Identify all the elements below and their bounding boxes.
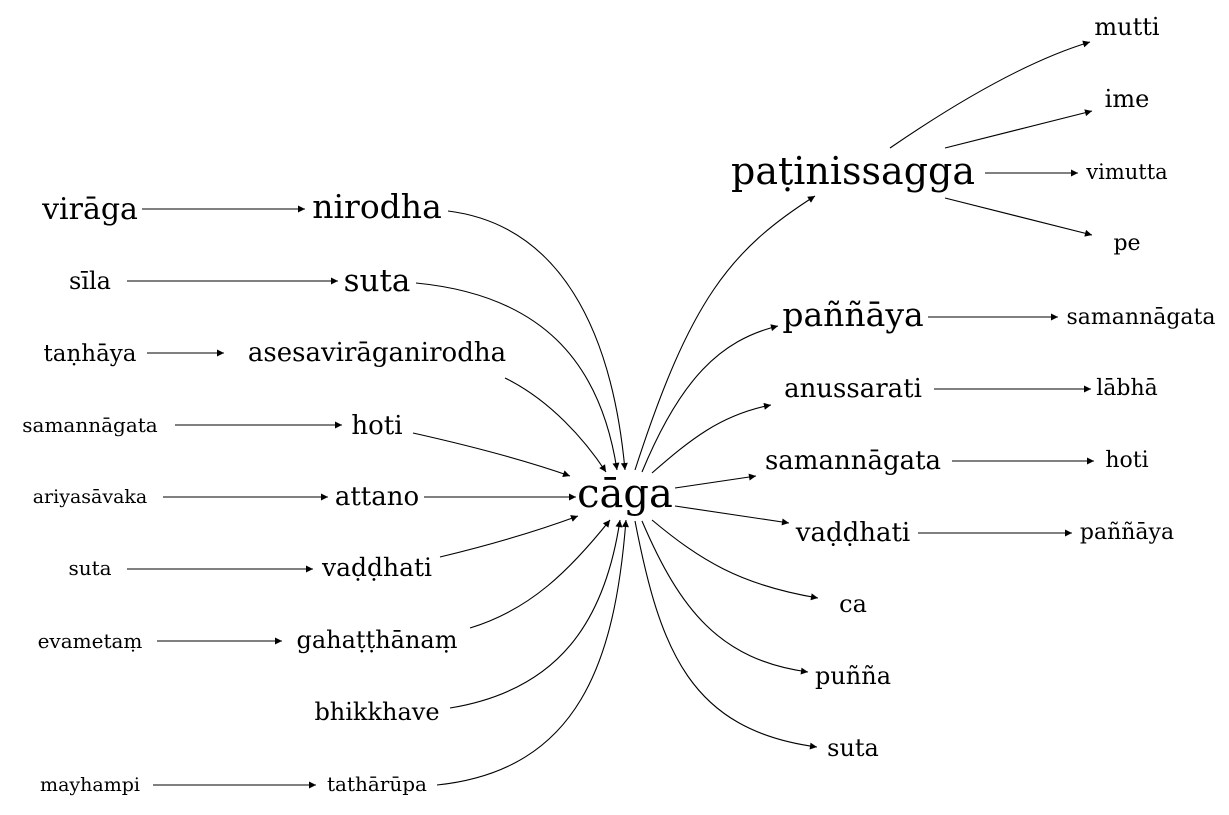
node-evametaṃ: evametaṃ [38,629,143,653]
node-lābhā: lābhā [1096,376,1158,401]
edge-cāga-ca [651,519,819,601]
node-ca: ca [839,590,867,618]
edge-cāga-vaḍḍhati [674,505,790,526]
edge-paṭinissagga-ime [944,109,1093,149]
node-samannāgata-left: samannāgata [22,413,158,437]
node-nirodha: nirodha [312,187,442,226]
node-ime: ime [1105,85,1150,113]
node-puñña: puñña [815,662,891,690]
node-taṇhāya: taṇhāya [44,341,137,367]
node-paṭinissagga: paṭinissagga [731,149,975,193]
edge-cāga-suta [634,520,818,750]
node-tathārūpa: tathārūpa [327,772,427,796]
edge-paṭinissagga-mutti [889,40,1091,149]
node-gahaṭṭhānaṃ: gahaṭṭhānaṃ [296,626,457,654]
edge-cāga-paññāya [641,324,779,473]
node-sīla: sīla [69,267,111,295]
edge-gahaṭṭhānaṃ-cāga [469,519,611,629]
node-suta-right: suta [827,734,879,762]
edge-cāga-anussarati [651,402,772,474]
node-virāga: virāga [41,192,138,227]
node-vimutta: vimutta [1085,160,1167,184]
node-bhikkhave: bhikkhave [314,698,439,726]
node-attano: attano [335,482,419,512]
edge-vaḍḍhati-cāga [439,515,579,558]
node-ariyasāvaka: ariyasāvaka [33,486,148,508]
node-cāga-center: cāga [577,471,673,517]
edge-cāga-paṭinissagga [634,195,816,471]
edge-bhikkhave-cāga [449,519,623,709]
node-asesavirāganirodha: asesavirāganirodha [248,338,506,368]
edge-nirodha-cāga [447,210,628,471]
node-mutti: mutti [1094,13,1160,41]
edge-hoti-cāga [412,432,571,477]
node-vaḍḍhati-left: vaḍḍhati [321,553,432,582]
node-mayhampi: mayhampi [40,774,140,796]
edge-cāga-samannāgata [674,473,757,489]
node-pe: pe [1113,231,1140,256]
node-paññāya-right: paññāya [782,295,923,334]
edge-tathārūpa-cāga [436,519,629,786]
node-suta-left: suta [68,556,111,580]
node-samannāgata-right: samannāgata [765,446,941,476]
edge-asesavirāganirodha-cāga [504,377,607,473]
node-hoti-left: hoti [351,411,402,441]
node-suta-mid: suta [344,263,411,299]
node-hoti-child: hoti [1105,448,1148,473]
node-vaḍḍhati-right: vaḍḍhati [795,518,911,548]
edge-paṭinissagga-pe [944,197,1093,237]
node-paññāya-child: paññāya [1080,520,1174,545]
edge-cāga-puñña [641,520,809,675]
node-samannāgata-child: samannāgata [1067,305,1216,330]
node-anussarati: anussarati [784,374,922,404]
edge-suta-cāga [415,282,620,471]
